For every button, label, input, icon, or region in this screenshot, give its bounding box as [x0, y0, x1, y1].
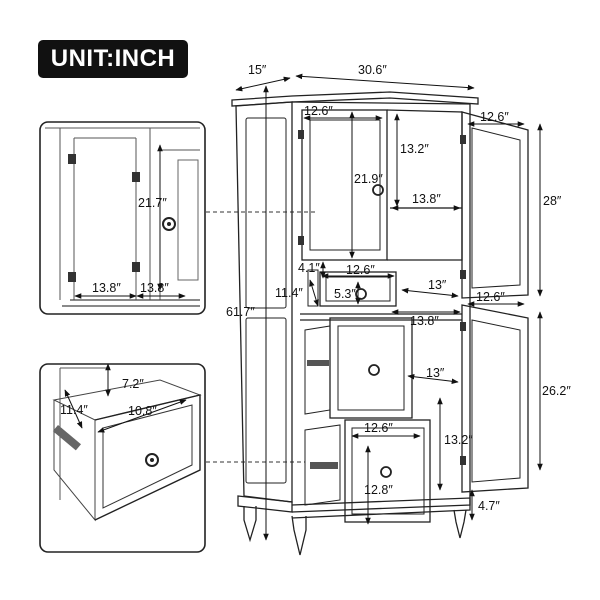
detail-bottom-drawer-depth-label: 11.4″ [60, 403, 88, 417]
leg-height-label: 4.7″ [478, 499, 500, 513]
width-label: 30.6″ [358, 63, 387, 77]
door-knob-icon [162, 217, 176, 231]
side-door-width-bottom-label: 12.6″ [476, 290, 505, 304]
hinge-icon [68, 154, 76, 164]
middle-depth-label: 13″ [428, 278, 447, 292]
side-door-height-top-label: 28″ [543, 194, 562, 208]
inner-shelf-width-label: 13.8″ [412, 192, 441, 206]
detail-top-height-label: 21.7″ [138, 196, 167, 210]
hinge-icon [460, 456, 466, 465]
hinge-icon [132, 262, 140, 272]
side-door-height-bottom-label: 26.2″ [542, 384, 571, 398]
hinge-icon [68, 272, 76, 282]
lower-inner-depth-label: 13″ [426, 366, 445, 380]
middle-width-label: 13.8″ [410, 314, 439, 328]
unit-label: UNIT:INCH [38, 40, 188, 78]
shelf-gap-label: 13.2″ [400, 142, 429, 156]
detail-panel-bottom: 7.2″ 11.4″ 10.8″ [39, 363, 206, 553]
big-drawer-width-label: 12.6″ [364, 421, 393, 435]
detail-panel-top: 21.7″ 13.8″ 13.8″ [39, 121, 206, 315]
detail-top-width-right-label: 13.8″ [140, 281, 169, 295]
drawer-pull-icon [145, 453, 159, 467]
drawer-pull-icon [368, 364, 380, 376]
small-drawer-height-label: 5.3″ [334, 287, 356, 301]
big-drawer-height-label: 12.8″ [364, 483, 393, 497]
hinge-icon [298, 130, 304, 139]
total-height-label: 61.7″ [226, 305, 255, 319]
detail-bottom-drawer-width-label: 10.8″ [128, 404, 157, 418]
drawer-pull-icon [380, 466, 392, 478]
upper-door-width-label: 12.6″ [304, 104, 333, 118]
detail-bottom-drawer-height-label: 7.2″ [122, 377, 144, 391]
small-drawer-depth-label: 11.4″ [275, 286, 303, 300]
small-drawer-offset-label: 4.1″ [298, 261, 320, 275]
upper-door-height-label: 21.9″ [354, 172, 383, 186]
detail-top-width-left-label: 13.8″ [92, 281, 121, 295]
depth-label: 15″ [248, 63, 267, 77]
small-drawer-width-label: 12.6″ [346, 263, 375, 277]
hinge-icon [460, 135, 466, 144]
door-knob-icon [372, 184, 384, 196]
side-door-width-top-label: 12.6″ [480, 110, 509, 124]
hinge-icon [132, 172, 140, 182]
lower-shelf-gap-label: 13.2″ [444, 433, 473, 447]
hinge-icon [460, 322, 466, 331]
hinge-icon [460, 270, 466, 279]
hinge-icon [298, 236, 304, 245]
